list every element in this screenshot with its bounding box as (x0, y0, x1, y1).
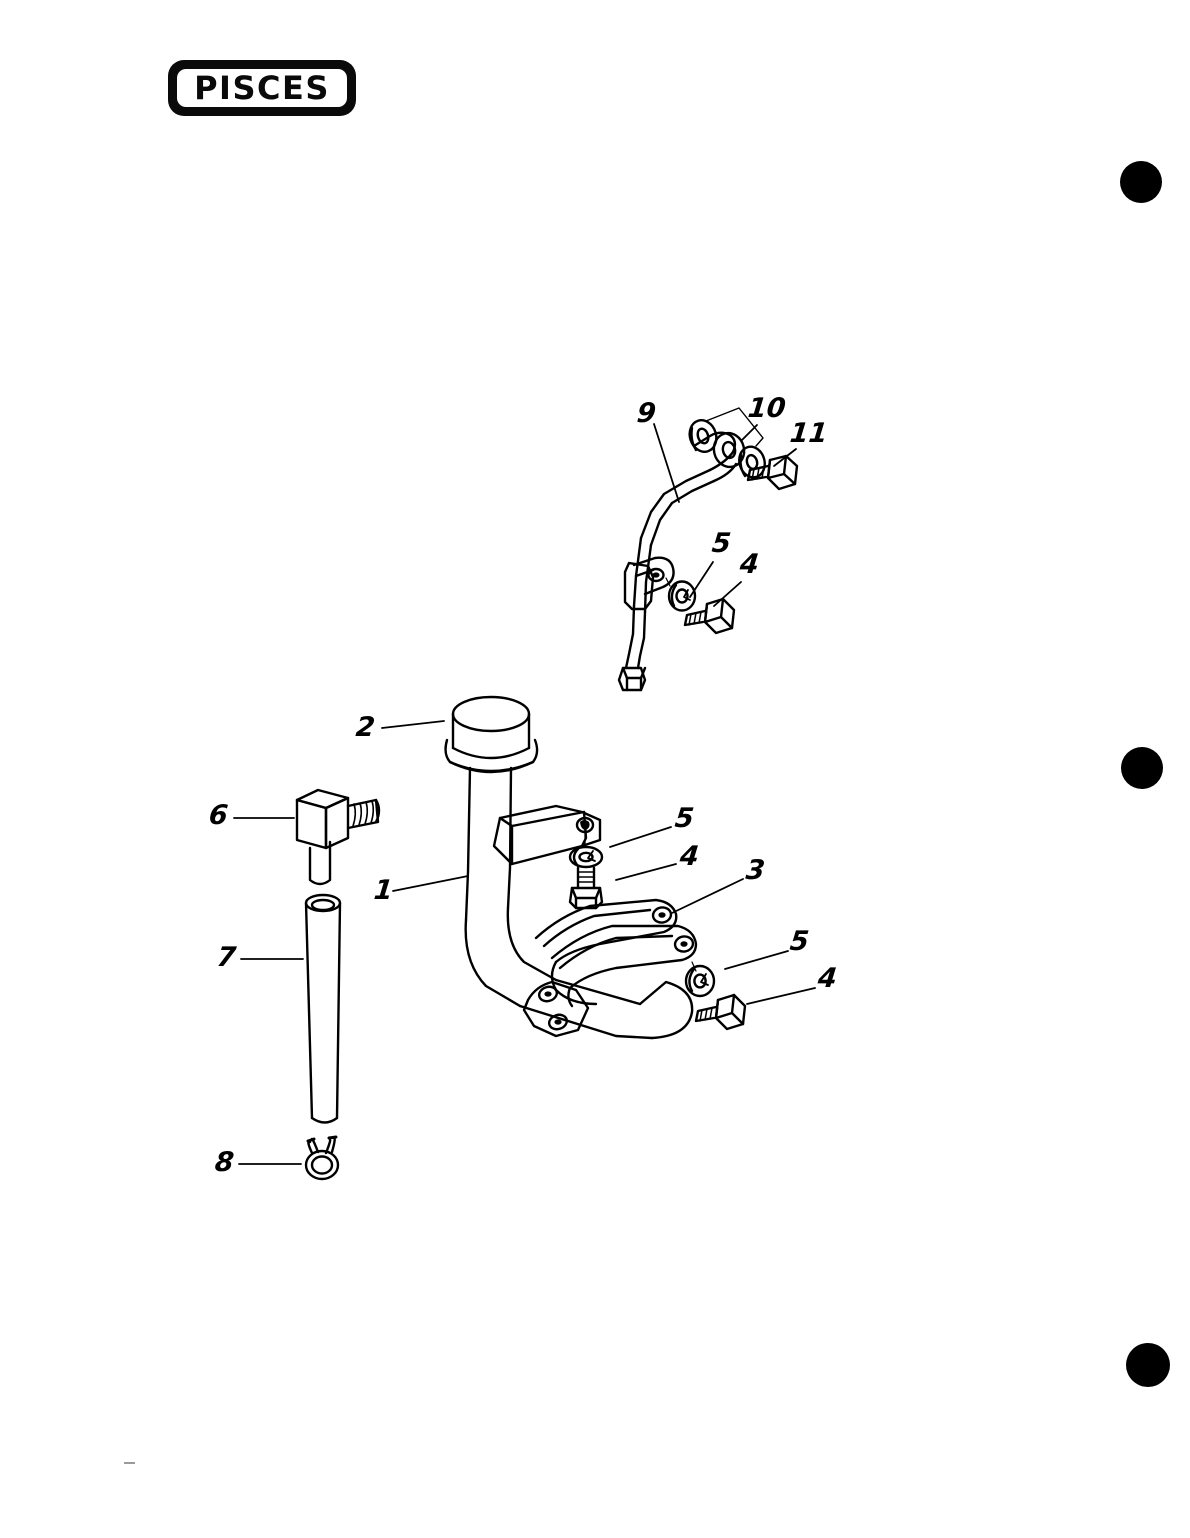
registration-dot (1121, 747, 1163, 789)
leader-3 (671, 878, 744, 914)
part-3-mounting-plate (522, 898, 698, 1038)
leader-10 (740, 424, 758, 442)
callout-label-2: 2 (354, 712, 377, 743)
leader-1 (392, 875, 469, 892)
registration-dot (1120, 161, 1162, 203)
part-4-hex-bolt-middle (568, 866, 604, 910)
leader-4b (615, 863, 677, 881)
part-10-flat-washers (688, 407, 766, 479)
part-11-hex-bolt (746, 454, 799, 491)
part-2-shift-knob (444, 695, 539, 774)
callout-label-5-middle: 5 (673, 803, 696, 834)
part-4-hex-bolt-lower (694, 993, 747, 1031)
registration-dot (1126, 1343, 1170, 1387)
part-5-lock-washer-middle (568, 832, 604, 869)
callout-label-1: 1 (372, 875, 395, 906)
part-5-lock-washer-lower (684, 961, 716, 998)
callout-label-7: 7 (215, 942, 238, 973)
part-9-bent-control-rod (617, 431, 738, 692)
logo-badge-field (177, 69, 347, 107)
callout-label-11: 11 (788, 418, 830, 449)
callout-label-4-upper: 4 (738, 549, 761, 580)
callout-label-10: 10 (746, 393, 788, 424)
callout-label-6: 6 (207, 800, 230, 831)
pisces-logo: PISCES (168, 60, 356, 116)
leader-5a (689, 561, 714, 598)
callout-label-5-upper: 5 (710, 528, 733, 559)
leader-5b (609, 826, 672, 848)
callout-label-9: 9 (635, 398, 658, 429)
callout-leader-lines (233, 423, 816, 1165)
part-6-square-block-fitting (295, 788, 381, 886)
leader-11 (773, 448, 797, 467)
callout-label-4-lower: 4 (816, 963, 839, 994)
callout-label-5-lower: 5 (788, 926, 811, 957)
callout-label-4-middle: 4 (678, 841, 701, 872)
leader-5c (724, 950, 789, 970)
faint-edge-mark (124, 1462, 135, 1464)
callout-label-8: 8 (213, 1147, 236, 1178)
logo-text: PISCES (194, 69, 330, 107)
leader-9 (653, 423, 680, 503)
leader-2 (381, 720, 445, 729)
part-7-tube-sleeve (304, 893, 342, 1124)
leader-4c (746, 987, 816, 1005)
leader-4a (713, 581, 742, 607)
part-8-hairpin-clip (304, 1135, 340, 1181)
callout-label-3: 3 (744, 855, 767, 886)
part-1-shift-lever (464, 766, 694, 1040)
part-5-lock-washer-upper (665, 577, 697, 612)
